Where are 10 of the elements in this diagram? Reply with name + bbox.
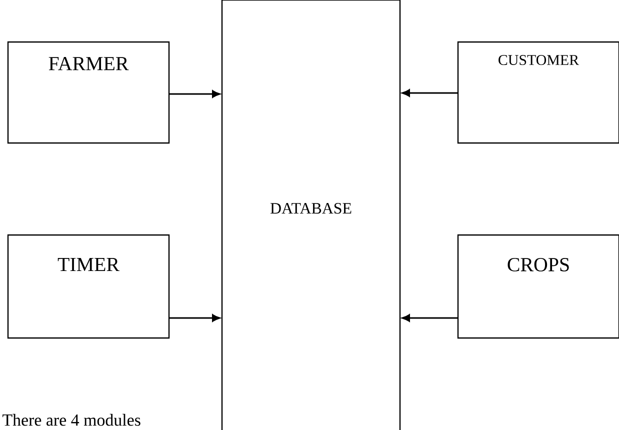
module-box: FARMER	[7, 41, 170, 144]
arrow	[169, 314, 220, 322]
arrow	[402, 89, 458, 97]
module-box: DATABASE	[221, 0, 401, 430]
arrow	[169, 90, 220, 98]
module-box: TIMER	[7, 234, 170, 339]
module-box: CROPS	[457, 234, 619, 339]
note-text: There are 4 modules	[2, 414, 140, 426]
module-box: CUSTOMER	[457, 41, 619, 144]
arrow	[402, 314, 458, 322]
